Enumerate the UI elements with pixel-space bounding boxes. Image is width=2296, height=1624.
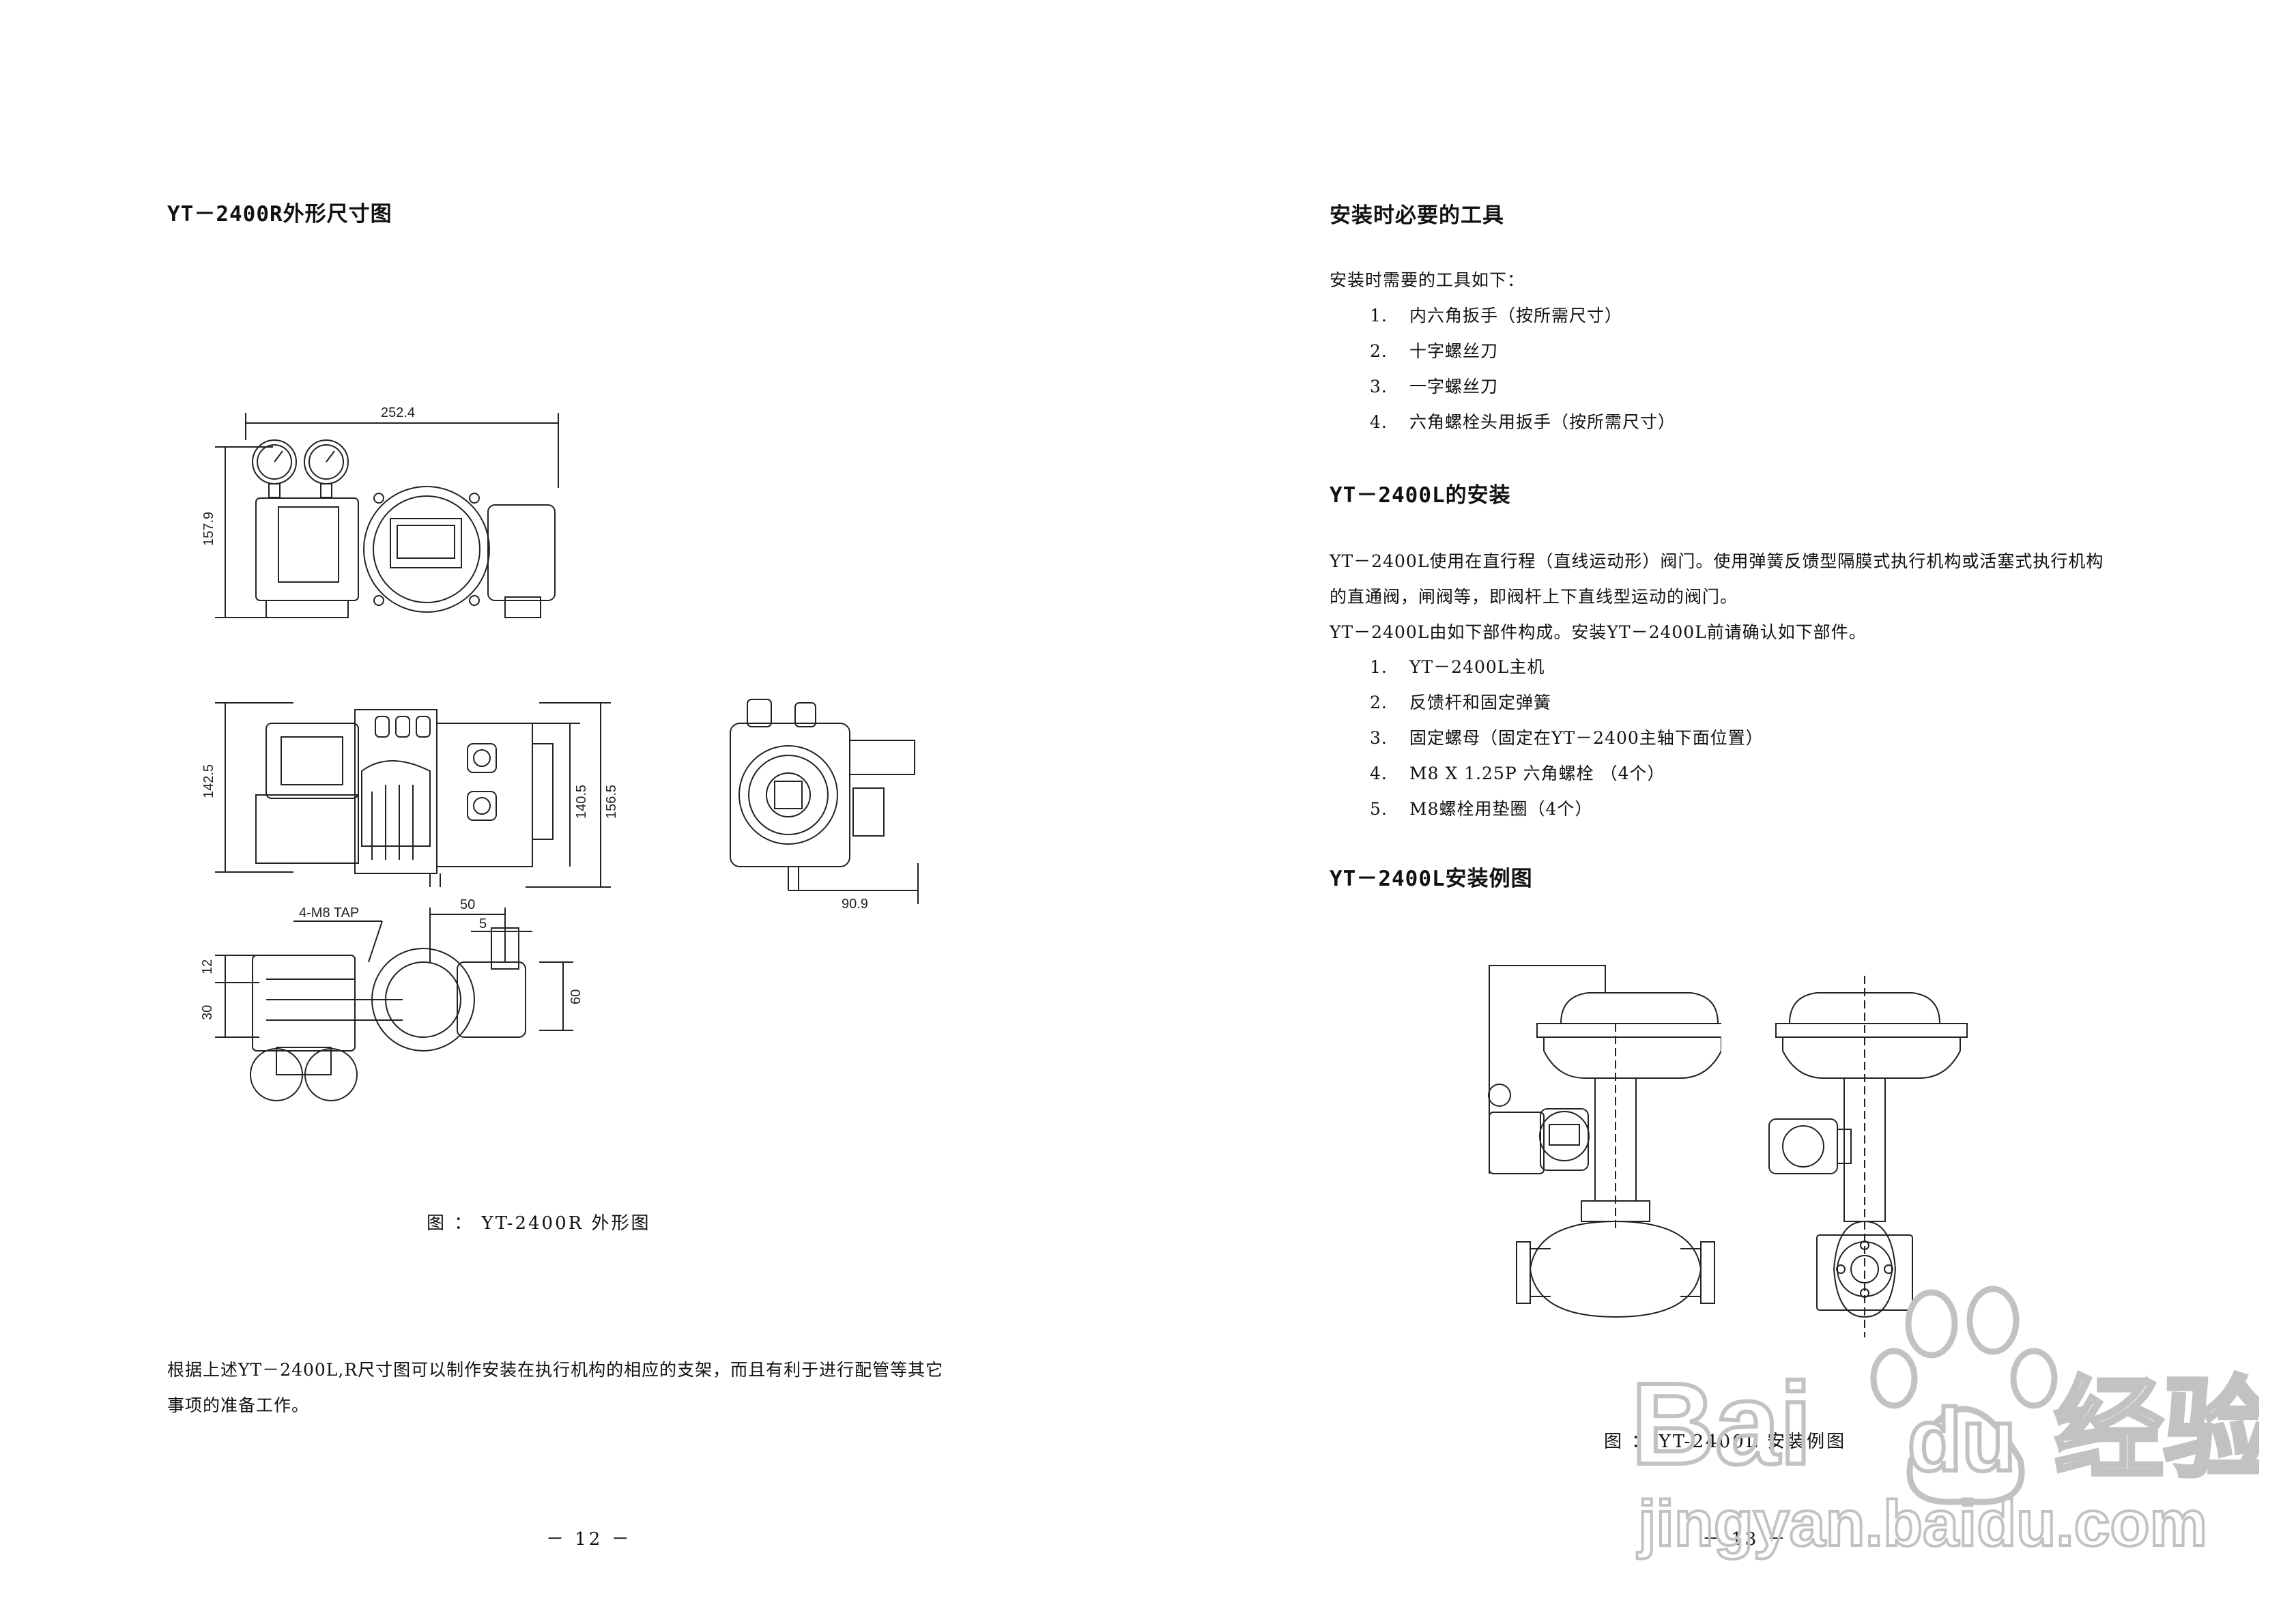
watermark-url: jingyan.baidu.com (1637, 1488, 2207, 1560)
installation-description: YT－2400L使用在直行程（直线运动形）阀门。使用弹簧反馈型隔膜式执行机构或活… (1330, 551, 2104, 642)
list-item: 5.M8螺栓用垫圈（4个） (1370, 799, 1593, 819)
baidu-paw-logo: Bai du 经验 jingyan.baidu.com (1629, 1286, 2275, 1561)
dim-bottom-50: 50 (460, 897, 475, 912)
list-item: 4.M8 X 1.25P 六角螺栓 （4个） (1370, 764, 1665, 783)
baidu-watermark: Bai du 经验 jingyan.baidu.com (1629, 1283, 2275, 1565)
heading-installation: YT－2400L的安装 (1330, 483, 1511, 508)
heading-dimension-drawing: YT－2400R外形尺寸图 (167, 202, 392, 227)
dim-bottom-tap: 4-M8 TAP (299, 905, 359, 920)
dim-top-width: 252.4 (381, 405, 415, 420)
list-item: 1.YT－2400L主机 (1370, 657, 1545, 677)
drawing-front-view: 252.4 157.9 (201, 405, 559, 618)
paragraph-bracket: 根据上述YT－2400L,R尺寸图可以制作安装在执行机构的相应的支架，而且有利于… (167, 1360, 944, 1415)
drawing-side-view: 90.9 (730, 699, 919, 911)
heading-required-tools: 安装时必要的工具 (1330, 203, 1504, 228)
watermark-brand-du: du (1908, 1390, 2016, 1490)
dim-mid-right-inner: 140.5 (574, 785, 589, 819)
caption-left-figure: 图 ： YT-2400R 外形图 (427, 1213, 651, 1234)
page-number-13: － 13 － (1702, 1529, 1788, 1550)
dim-bottom-12: 12 (200, 959, 215, 974)
parts-list: 1.YT－2400L主机 2.反馈杆和固定弹簧 3.固定螺母（固定在YT－240… (1370, 650, 1764, 827)
list-item: 3.一字螺丝刀 (1370, 377, 1499, 396)
drawing-installation-front (1488, 965, 1721, 1318)
caption-right-figure: 图 ： YT-2400L 安装例图 (1604, 1432, 1847, 1452)
page-number-12: － 12 － (546, 1529, 632, 1550)
watermark-brand-bai: Bai (1631, 1359, 1812, 1489)
list-item: 3.固定螺母（固定在YT－2400主轴下面位置） (1370, 728, 1764, 748)
drawing-bottom-view: 4-M8 TAP 50 5 12 30 60 (200, 897, 584, 1101)
right-page: 安装时必要的工具 安装时需要的工具如下： 1.内六角扳手（按所需尺寸） 2.十字… (1148, 0, 2296, 1624)
dim-bottom-30: 30 (200, 1005, 215, 1020)
list-item: 2.反馈杆和固定弹簧 (1370, 693, 1552, 712)
dim-side-bottom: 90.9 (842, 897, 868, 911)
list-item: 2.十字螺丝刀 (1370, 341, 1499, 361)
heading-installation-example: YT－2400L安装例图 (1330, 867, 1533, 891)
drawing-top-view: 142.5 140.5 156.5 (201, 702, 619, 888)
watermark-brand-cn: 经验 (2054, 1368, 2259, 1490)
dim-bottom-60: 60 (569, 989, 584, 1004)
list-item: 1.内六角扳手（按所需尺寸） (1370, 306, 1623, 325)
dim-mid-left-height: 142.5 (201, 764, 216, 798)
tools-list: 1.内六角扳手（按所需尺寸） 2.十字螺丝刀 3.一字螺丝刀 4.六角螺栓头用扳… (1370, 298, 1676, 440)
dim-mid-right-outer: 156.5 (604, 785, 619, 819)
list-item: 4.六角螺栓头用扳手（按所需尺寸） (1370, 412, 1676, 432)
tools-intro: 安装时需要的工具如下： (1330, 270, 1525, 290)
drawing-installation-side (1768, 976, 1968, 1337)
dim-top-height: 157.9 (201, 512, 216, 546)
dim-bottom-5: 5 (479, 916, 487, 931)
left-page: YT－2400R外形尺寸图 (167, 202, 944, 1550)
